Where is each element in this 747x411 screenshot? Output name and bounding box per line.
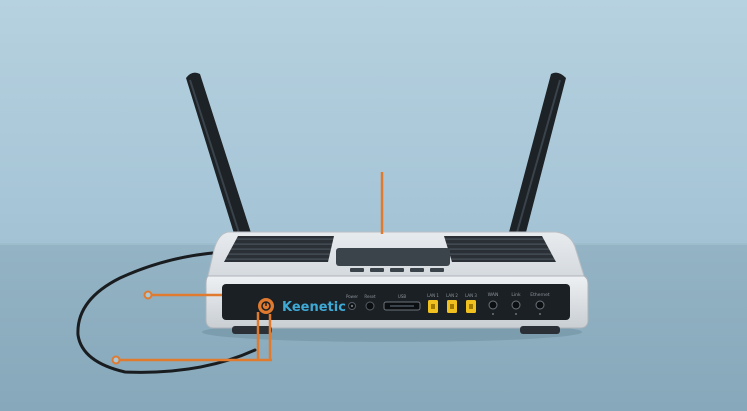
top-display-panel [336,248,450,266]
sky-background [0,0,747,245]
router-foot-right [520,326,560,334]
svg-text:LAN 3: LAN 3 [465,293,477,298]
svg-text:LAN 2: LAN 2 [446,293,458,298]
lan-port-2[interactable]: LAN 2 [446,293,458,313]
power-port[interactable]: Power [346,294,358,310]
right-vent [444,236,556,262]
left-vent [224,236,334,262]
router-foot-left [232,326,272,334]
link-port[interactable]: Link [511,292,521,315]
lan-port-1[interactable]: LAN 1 [427,293,439,313]
svg-text:WAN: WAN [488,292,499,298]
status-led-2 [370,268,384,272]
svg-text:Ethernet: Ethernet [530,292,550,298]
orange-callout-lower [111,312,272,365]
status-led-3 [390,268,404,272]
status-led-5 [430,268,444,272]
svg-text:Reset: Reset [364,294,376,299]
svg-text:LAN 1: LAN 1 [427,293,439,298]
brand-logo: Keenetic [282,300,346,315]
wan-port-icon [258,298,274,314]
left-antenna-icon [186,72,252,241]
router-body [205,231,589,334]
wan-port[interactable]: WAN [488,292,499,315]
right-antenna-icon [508,72,566,241]
black-cable [76,250,257,374]
ethernet-port[interactable]: Ethernet [530,292,550,315]
usb-port-icon[interactable]: USB [383,294,421,311]
svg-text:Power: Power [346,294,358,299]
lan-port-3[interactable]: LAN 3 [465,293,477,313]
reset-port[interactable]: Reset [364,294,376,311]
status-led-1 [350,268,364,272]
svg-text:USB: USB [398,294,406,299]
status-led-4 [410,268,424,272]
orange-callout-upper [143,290,222,300]
svg-text:Link: Link [511,292,521,298]
